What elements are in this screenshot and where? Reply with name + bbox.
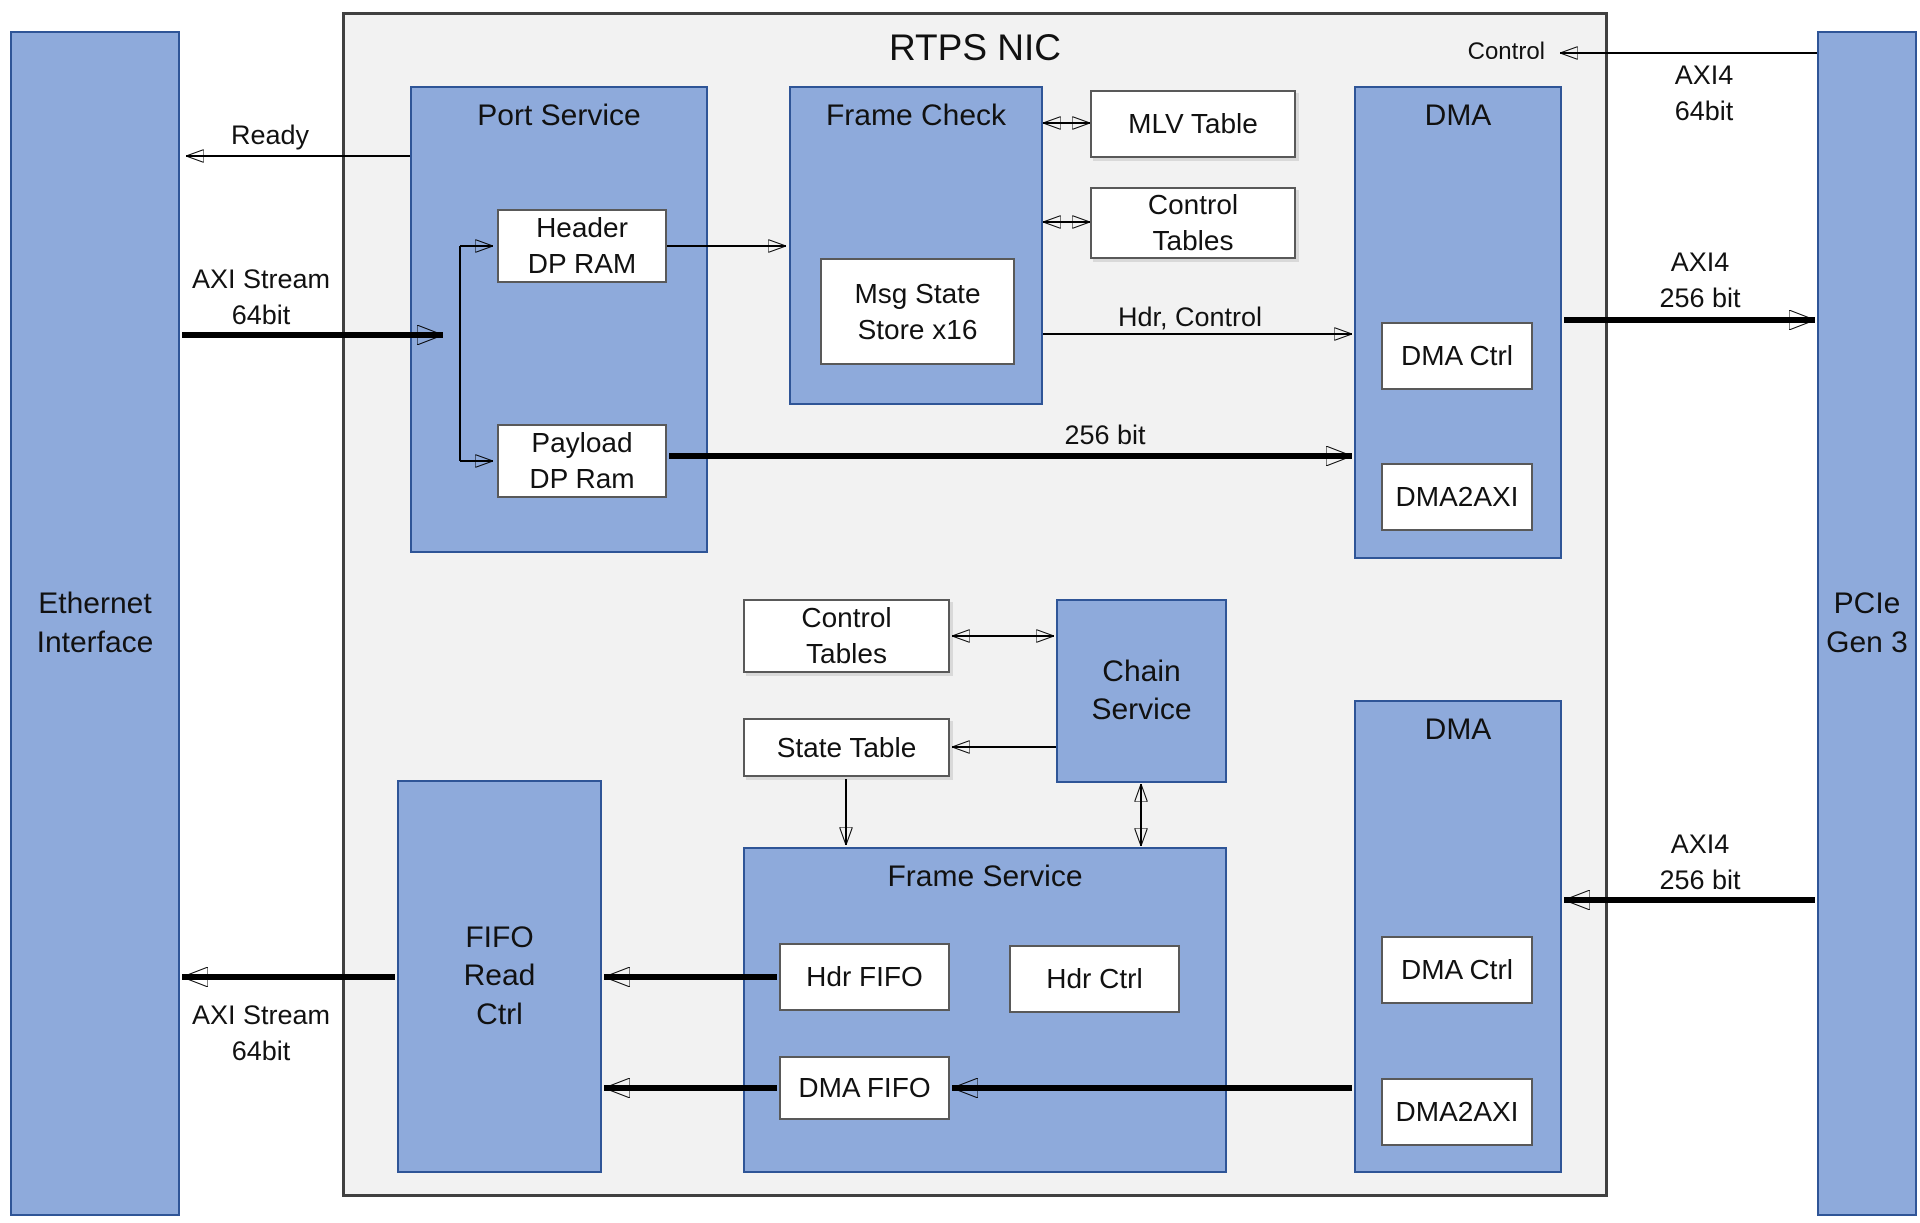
header-dp-ram-label: Header DP RAM	[527, 212, 637, 279]
axi-stream-out-label: AXI Stream 64bit	[191, 1000, 331, 1066]
fifo-read-ctrl-block: FIFO Read Ctrl	[397, 780, 602, 1173]
header-dp-ram-box: Header DP RAM	[497, 209, 667, 283]
chain-service-block: Chain Service	[1056, 599, 1227, 783]
hdr-control-label: Hdr, Control	[1117, 302, 1263, 332]
dma-bottom-label: DMA	[1424, 713, 1492, 746]
mlv-table-label: MLV Table	[1128, 108, 1258, 140]
frame-service-label: Frame Service	[887, 860, 1083, 893]
state-table-label: State Table	[776, 731, 917, 763]
dma-ctrl-top-label: DMA Ctrl	[1401, 340, 1513, 372]
dma-ctrl-top-box: DMA Ctrl	[1381, 322, 1533, 390]
axi4-64bit-label: AXI4 64bit	[1674, 60, 1734, 126]
axi4-256bit-bottom-label: AXI4 256 bit	[1659, 829, 1741, 895]
dma-top-label: DMA	[1424, 99, 1492, 132]
control-tables-bottom-label: Control Tables	[801, 602, 892, 669]
chain-service-label: Chain Service	[1091, 654, 1192, 726]
hdr-ctrl-box: Hdr Ctrl	[1009, 945, 1180, 1013]
state-table-box: State Table	[743, 718, 950, 777]
port-service-label: Port Service	[477, 99, 641, 132]
frame-check-label: Frame Check	[825, 99, 1007, 132]
dma-ctrl-bottom-box: DMA Ctrl	[1381, 936, 1533, 1004]
rtps-nic-title: RTPS NIC	[888, 27, 1061, 68]
msg-state-store-label: Msg State Store x16	[854, 277, 981, 345]
dma-fifo-box: DMA FIFO	[779, 1056, 950, 1120]
hdr-ctrl-label: Hdr Ctrl	[1046, 963, 1143, 995]
fifo-read-ctrl-label: FIFO Read Ctrl	[463, 920, 536, 1031]
hdr-fifo-box: Hdr FIFO	[779, 943, 950, 1011]
axi4-256bit-top-label: AXI4 256 bit	[1659, 247, 1741, 313]
dma-ctrl-bottom-label: DMA Ctrl	[1401, 954, 1513, 986]
payload-dp-ram-label: Payload DP Ram	[529, 427, 635, 494]
control-tables-top-label: Control Tables	[1147, 189, 1239, 256]
dma2axi-bottom-box: DMA2AXI	[1381, 1078, 1533, 1146]
control-tables-top-box: Control Tables	[1090, 187, 1296, 259]
axi-stream-in-label: AXI Stream 64bit	[191, 264, 331, 330]
dma2axi-bottom-label: DMA2AXI	[1395, 1096, 1519, 1128]
mlv-table-box: MLV Table	[1090, 90, 1296, 158]
payload-dp-ram-box: Payload DP Ram	[497, 424, 667, 498]
pcie-gen3-block: PCIe Gen 3	[1817, 31, 1917, 1216]
msg-state-store-box: Msg State Store x16	[820, 258, 1015, 365]
pcie-gen3-label: PCIe Gen 3	[1826, 587, 1908, 659]
bus-256bit-label: 256 bit	[1064, 420, 1146, 450]
control-tables-bottom-box: Control Tables	[743, 599, 950, 673]
control-label: Control	[1467, 38, 1545, 65]
dma-fifo-label: DMA FIFO	[798, 1072, 931, 1104]
ethernet-interface-block: Ethernet Interface	[10, 31, 180, 1216]
ethernet-interface-label: Ethernet Interface	[36, 587, 154, 659]
dma2axi-top-box: DMA2AXI	[1381, 463, 1533, 531]
dma2axi-top-label: DMA2AXI	[1395, 481, 1519, 513]
ready-label: Ready	[230, 120, 310, 150]
hdr-fifo-label: Hdr FIFO	[806, 961, 923, 993]
